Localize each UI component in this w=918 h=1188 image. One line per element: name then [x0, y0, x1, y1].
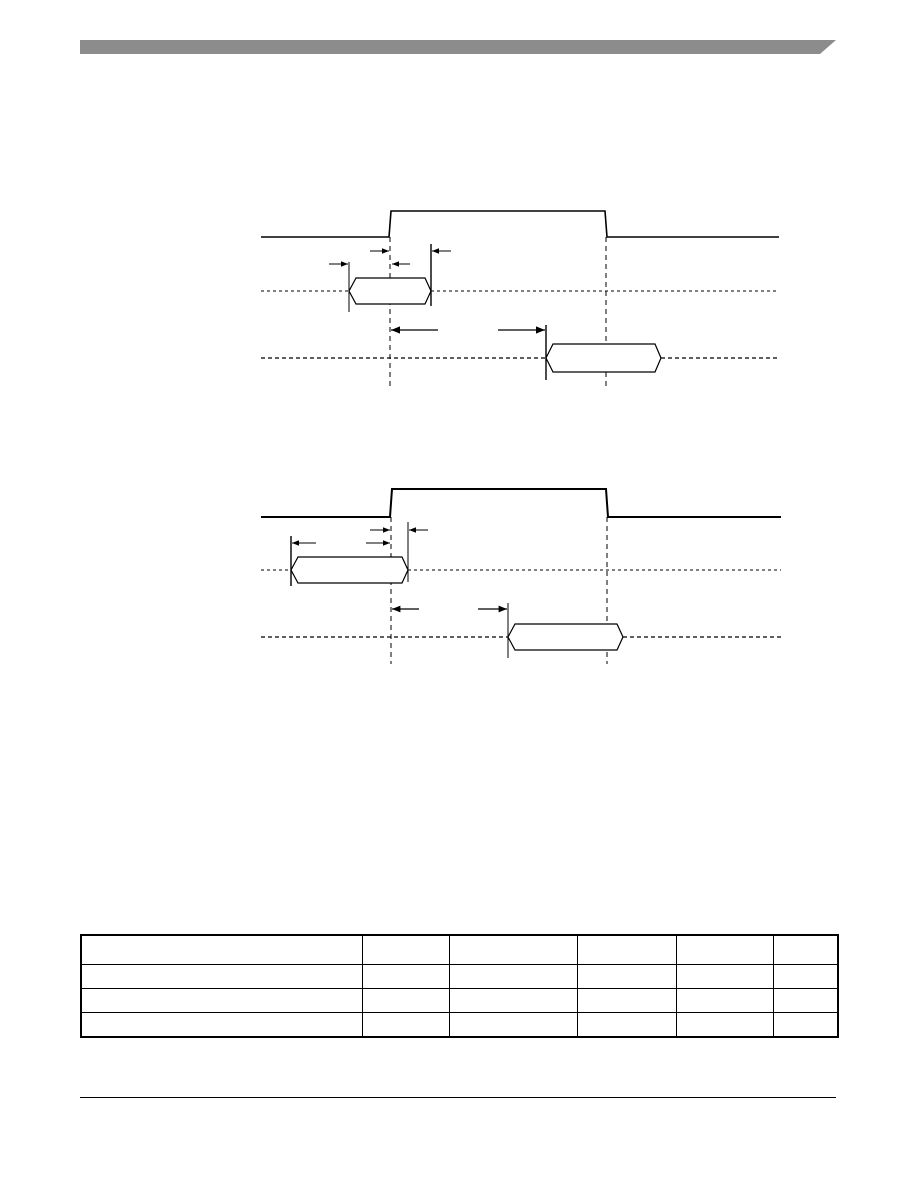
table-cell	[448, 964, 578, 989]
table-cell	[361, 1012, 450, 1038]
timing-spec-table	[80, 934, 839, 1038]
output-data-window	[507, 623, 624, 651]
footer-rule	[80, 1097, 836, 1098]
table-cell	[361, 964, 450, 989]
table-cell	[675, 1012, 774, 1038]
table-cell	[448, 988, 578, 1013]
table-header-cell	[80, 934, 363, 965]
table-cell	[675, 964, 774, 989]
output-data-window	[545, 343, 662, 373]
table-row	[80, 1012, 839, 1038]
table-cell	[448, 1012, 578, 1038]
table-cell	[772, 988, 839, 1013]
table-cell	[361, 988, 450, 1013]
table-cell	[80, 988, 363, 1013]
table-cell	[576, 1012, 677, 1038]
table-cell	[675, 988, 774, 1013]
setup-hold-data-window	[348, 277, 432, 305]
table-cell	[772, 964, 839, 989]
table-cell	[576, 988, 677, 1013]
table-cell	[576, 964, 677, 989]
table-header-cell	[772, 934, 839, 965]
table-row	[80, 988, 839, 1013]
table-header-cell	[576, 934, 677, 965]
page-header-bar	[80, 40, 836, 54]
table-header-cell	[361, 934, 450, 965]
table-cell	[80, 964, 363, 989]
clock-waveform	[261, 210, 779, 238]
table-cell	[80, 1012, 363, 1038]
table-header-cell	[448, 934, 578, 965]
timing-diagram-1	[261, 210, 779, 386]
table-cell	[772, 1012, 839, 1038]
timing-diagrams	[261, 210, 781, 664]
timing-diagram-2	[261, 488, 781, 664]
table-header-row	[80, 934, 839, 965]
setup-hold-data-window	[290, 556, 409, 584]
clock-waveform	[261, 488, 781, 518]
table-row	[80, 964, 839, 989]
table-header-cell	[675, 934, 774, 965]
